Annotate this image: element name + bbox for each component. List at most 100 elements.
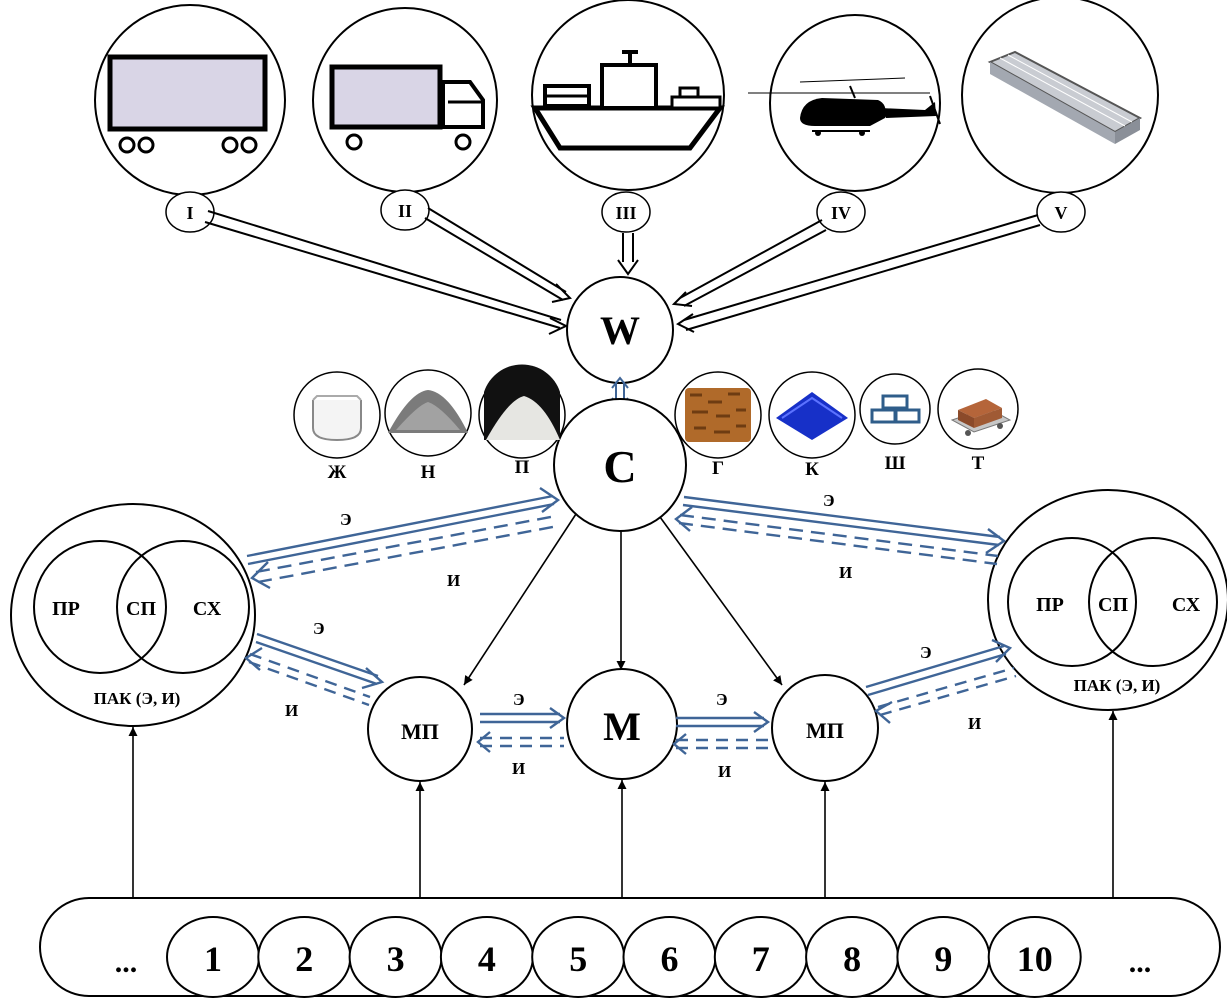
c-to-lower-arrows xyxy=(463,513,783,686)
transport-to-w-arrows xyxy=(204,207,1041,335)
center-c: C xyxy=(553,398,687,532)
cargo-types: Ж Н П Г xyxy=(293,364,1019,483)
cargo-label: Н xyxy=(421,462,436,483)
transport-label-3: III xyxy=(601,191,651,233)
m-center: М xyxy=(566,668,678,780)
complex-caption: ПАК (Э, И) xyxy=(1074,676,1161,695)
bar-item: 10 xyxy=(987,916,1082,998)
flow-label-energy: Э xyxy=(340,510,352,529)
transport-semi-trailer xyxy=(94,4,286,196)
bar-item-number: 10 xyxy=(1017,939,1053,979)
flow-label-energy: Э xyxy=(920,643,932,662)
flow-label-info: И xyxy=(447,571,460,590)
transport-label-2: II xyxy=(380,189,430,231)
flow-label-info: И xyxy=(968,714,981,733)
liquid-tank-icon xyxy=(312,395,362,442)
flow-label-info: И xyxy=(512,759,525,778)
flow-label-energy: Э xyxy=(513,690,525,709)
flow-label-energy: Э xyxy=(716,690,728,709)
hub-w: W xyxy=(566,276,674,384)
complex-part-pr: ПР xyxy=(1036,594,1064,616)
mp-right-label: МП xyxy=(806,718,844,743)
bar-item: 3 xyxy=(348,916,443,998)
complex-part-sh: СХ xyxy=(1172,594,1201,616)
semi-trailer-icon xyxy=(107,54,268,154)
right-complex: ПР СП СХ ПАК (Э, И) xyxy=(987,489,1227,711)
helicopter-icon xyxy=(748,77,941,136)
mp-left-label: МП xyxy=(401,719,439,744)
bar-ellipsis-left: ... xyxy=(115,946,138,979)
mp-left: МП xyxy=(367,676,473,782)
bar-item: 4 xyxy=(439,916,534,998)
transport-label-text: II xyxy=(398,201,412,221)
cargo-granules: К xyxy=(768,371,856,480)
transport-label-text: III xyxy=(615,203,636,223)
flow-label-energy: Э xyxy=(313,619,325,638)
truck-icon xyxy=(329,64,485,151)
transport-label-text: IV xyxy=(831,203,851,223)
bulk-pile-icon xyxy=(388,390,468,433)
cargo-label: Ж xyxy=(328,462,347,483)
roller-conveyor-icon xyxy=(987,50,1143,144)
granules-icon xyxy=(776,392,848,440)
cargo-label: К xyxy=(805,459,819,480)
cargo-liquid: Ж xyxy=(293,371,381,483)
cargo-palletized: Т xyxy=(937,368,1019,474)
powder-pile-icon xyxy=(484,364,560,440)
hub-w-label: W xyxy=(600,308,640,353)
transport-truck xyxy=(312,7,498,193)
palletized-cargo-icon xyxy=(950,399,1012,436)
ship-icon xyxy=(530,50,725,151)
flow-arrows xyxy=(243,487,1017,755)
bar-to-node-arrows xyxy=(128,711,1118,897)
center-c-label: C xyxy=(603,441,636,492)
bar-ellipsis-right: ... xyxy=(1129,946,1152,979)
bar-item-number: 3 xyxy=(387,939,405,979)
cargo-pellets: Г xyxy=(674,371,762,479)
transport-label-text: I xyxy=(186,203,193,223)
cargo-label: Ш xyxy=(885,453,906,474)
mp-right: МП xyxy=(771,674,879,782)
bar-item: 5 xyxy=(531,916,626,998)
flow-labels: Э И Э И Э И Э И Э И Э И xyxy=(285,491,981,781)
cargo-piece-goods: Ш xyxy=(859,373,931,474)
bar-item: 7 xyxy=(713,916,808,998)
cargo-powder: П xyxy=(478,364,566,478)
flow-label-info: И xyxy=(839,563,852,582)
cargo-label: Г xyxy=(712,458,724,479)
cargo-label: П xyxy=(515,457,530,478)
cargo-bulk: Н xyxy=(384,369,472,483)
flow-label-info: И xyxy=(718,762,731,781)
complex-part-sh: СХ xyxy=(193,598,222,620)
flow-label-info: И xyxy=(285,701,298,720)
transport-label-1: I xyxy=(165,191,215,233)
complex-part-pr: ПР xyxy=(52,598,80,620)
complex-part-sp: СП xyxy=(126,598,156,620)
bar-item-number: 2 xyxy=(295,939,313,979)
left-complex: ПР СП СХ ПАК (Э, И) xyxy=(10,503,256,727)
transport-label-5: V xyxy=(1036,191,1086,233)
bar-item-number: 7 xyxy=(752,939,770,979)
bar-item: 6 xyxy=(622,916,717,998)
transport-helicopter xyxy=(748,14,941,192)
m-center-label: М xyxy=(603,704,641,749)
cargo-label: Т xyxy=(972,453,985,474)
pellets-icon xyxy=(685,388,751,442)
bar-item: 8 xyxy=(805,916,900,998)
transport-label-text: V xyxy=(1055,203,1068,223)
bar-item-number: 9 xyxy=(934,939,952,979)
transport-ship xyxy=(530,0,725,191)
bar-item-number: 4 xyxy=(478,939,496,979)
bar-item: 9 xyxy=(896,916,991,998)
transport-roller-conveyor xyxy=(961,0,1159,194)
bar-item-number: 6 xyxy=(661,939,679,979)
complex-part-sp: СП xyxy=(1098,594,1128,616)
transport-label-4: IV xyxy=(816,191,866,233)
flow-label-energy: Э xyxy=(823,491,835,510)
bar-item: 1 xyxy=(166,916,260,998)
complex-caption: ПАК (Э, И) xyxy=(94,689,181,708)
bar-item-number: 8 xyxy=(843,939,861,979)
